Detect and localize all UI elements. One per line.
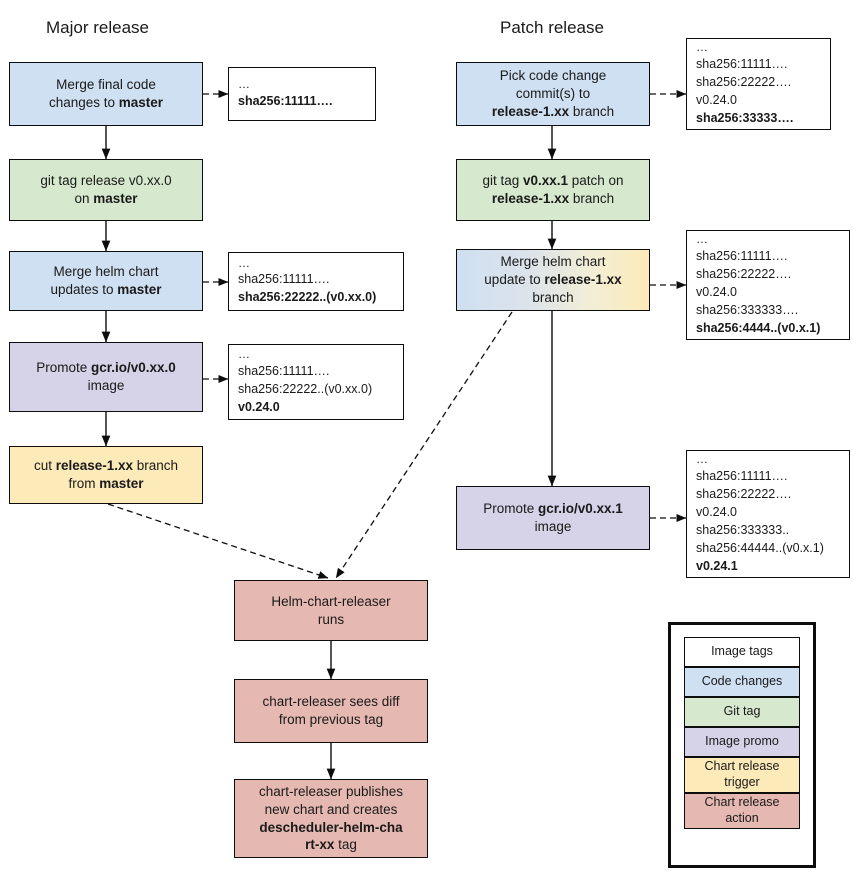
tags-line: … [696,452,710,467]
tags-line: sha256:22222..(v0.xx.0) [238,290,377,305]
tags-line: sha256:11111…. [696,56,788,71]
legend-item-git-tag: Git tag [684,697,800,727]
tags-line: v0.24.0 [696,504,738,519]
tags-box-patch-promote: …sha256:11111…. sha256:22222…. v0.24.0 sha2… [686,450,850,578]
tags-line: sha256:11111…. [238,363,330,378]
tags-line: sha256:11111…. [238,93,333,108]
tags-line: … [238,77,252,92]
tags-line: sha256:11111…. [696,468,788,483]
legend-panel: Image tags Code changes Git tag Image pr… [668,622,816,868]
column-title-major-release: Major release [46,18,149,37]
tags-box-major-helm-chart: … sha256:11111…. sha256:22222..(v0.xx.0) [228,252,404,311]
legend-item-image-promo: Image promo [684,727,800,757]
tags-box-patch-helm-chart: …sha256:11111…. sha256:22222…. v0.24.0 sha2… [686,230,850,340]
tags-line: sha256:22222…. [696,486,792,501]
column-title-patch-release: Patch release [500,18,604,37]
tags-line: sha256:22222..(v0.xx.0) [238,381,373,396]
tags-box-major-promote: …sha256:11111…. sha256:22222..(v0.xx.0) v0… [228,344,404,420]
tags-line: sha256:22222…. [696,266,792,281]
tags-line: v0.24.0 [238,399,280,414]
tags-line: sha256:11111…. [696,248,788,263]
tags-line: sha256:11111…. [238,272,330,287]
tags-line: sha256:44444..(v0.x.1) [696,540,824,555]
tags-line: sha256:22222…. [696,74,792,89]
tags-line: … [696,232,710,247]
tags-line: sha256:333333.. [696,522,790,537]
tags-line: v0.24.0 [696,284,738,299]
tags-box-patch-pick-commits: …sha256:11111…. sha256:22222…. v0.24.0 sha2… [686,38,831,130]
edge-dash-trigger-to-releaser [107,503,329,579]
tags-line: … [238,347,252,362]
tags-line: sha256:33333…. [696,110,794,125]
tags-line: … [696,40,710,55]
legend-item-chart-release-trigger: Chart release trigger [684,757,800,793]
tags-line: v0.24.0 [696,92,738,107]
tags-line: v0.24.1 [696,558,738,573]
legend-item-chart-release-action: Chart release action [684,793,800,829]
tags-line: … [238,255,252,270]
tags-box-major-merge-code: …sha256:11111…. [228,67,376,121]
legend-item-code-changes: Code changes [684,667,800,697]
legend-item-image-tags: Image tags [684,637,800,667]
tags-line: sha256:4444..(v0.x.1) [696,320,821,335]
tags-line: sha256:333333…. [696,302,799,317]
